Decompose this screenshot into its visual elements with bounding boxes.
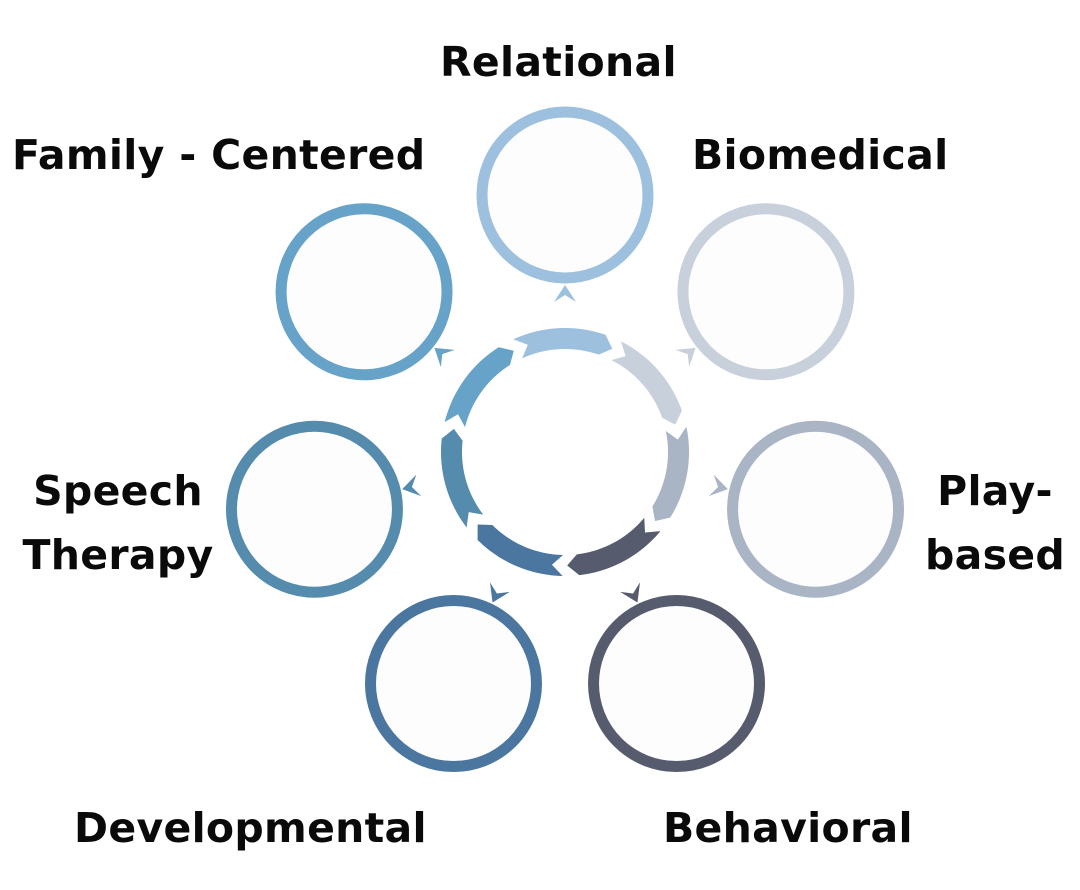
- circle-relational: [476, 106, 654, 284]
- label-relational: Relational: [440, 38, 677, 86]
- label-play-based: Play- based: [924, 467, 1066, 579]
- ring-segment-developmental: [477, 524, 564, 576]
- outer-circles: [225, 106, 905, 773]
- ring-segment-speech-therapy: [441, 428, 484, 528]
- arrowhead-icon-biomedical: [675, 347, 696, 368]
- arrowhead-icon-behavioral: [620, 582, 640, 603]
- ring-segment-family-centered: [444, 347, 514, 428]
- label-speech-therapy: Speech Therapy: [22, 467, 214, 579]
- circle-speech-therapy: [225, 420, 403, 598]
- center-ring: [441, 328, 689, 576]
- ring-segment-play-based: [652, 426, 689, 522]
- circle-family-centered: [275, 203, 453, 381]
- outward-arrowheads: [402, 285, 728, 603]
- ring-segment-behavioral: [567, 517, 661, 576]
- arrowhead-icon-family-centered: [434, 347, 455, 368]
- arrowhead-icon-developmental: [490, 582, 510, 603]
- circle-play-based: [727, 420, 905, 598]
- ring-segment-relational: [513, 328, 613, 359]
- arrowhead-icon-speech-therapy: [402, 474, 422, 497]
- label-behavioral: Behavioral: [663, 804, 913, 852]
- circle-biomedical: [677, 203, 855, 381]
- label-biomedical: Biomedical: [692, 131, 949, 179]
- circle-developmental: [364, 595, 542, 773]
- circle-behavioral: [588, 595, 766, 773]
- ring-segment-biomedical: [611, 341, 682, 425]
- label-family-centered: Family - Centered: [12, 131, 426, 179]
- arrowhead-icon-relational: [554, 285, 576, 302]
- label-developmental: Developmental: [74, 804, 427, 852]
- arrowhead-icon-play-based: [708, 474, 728, 497]
